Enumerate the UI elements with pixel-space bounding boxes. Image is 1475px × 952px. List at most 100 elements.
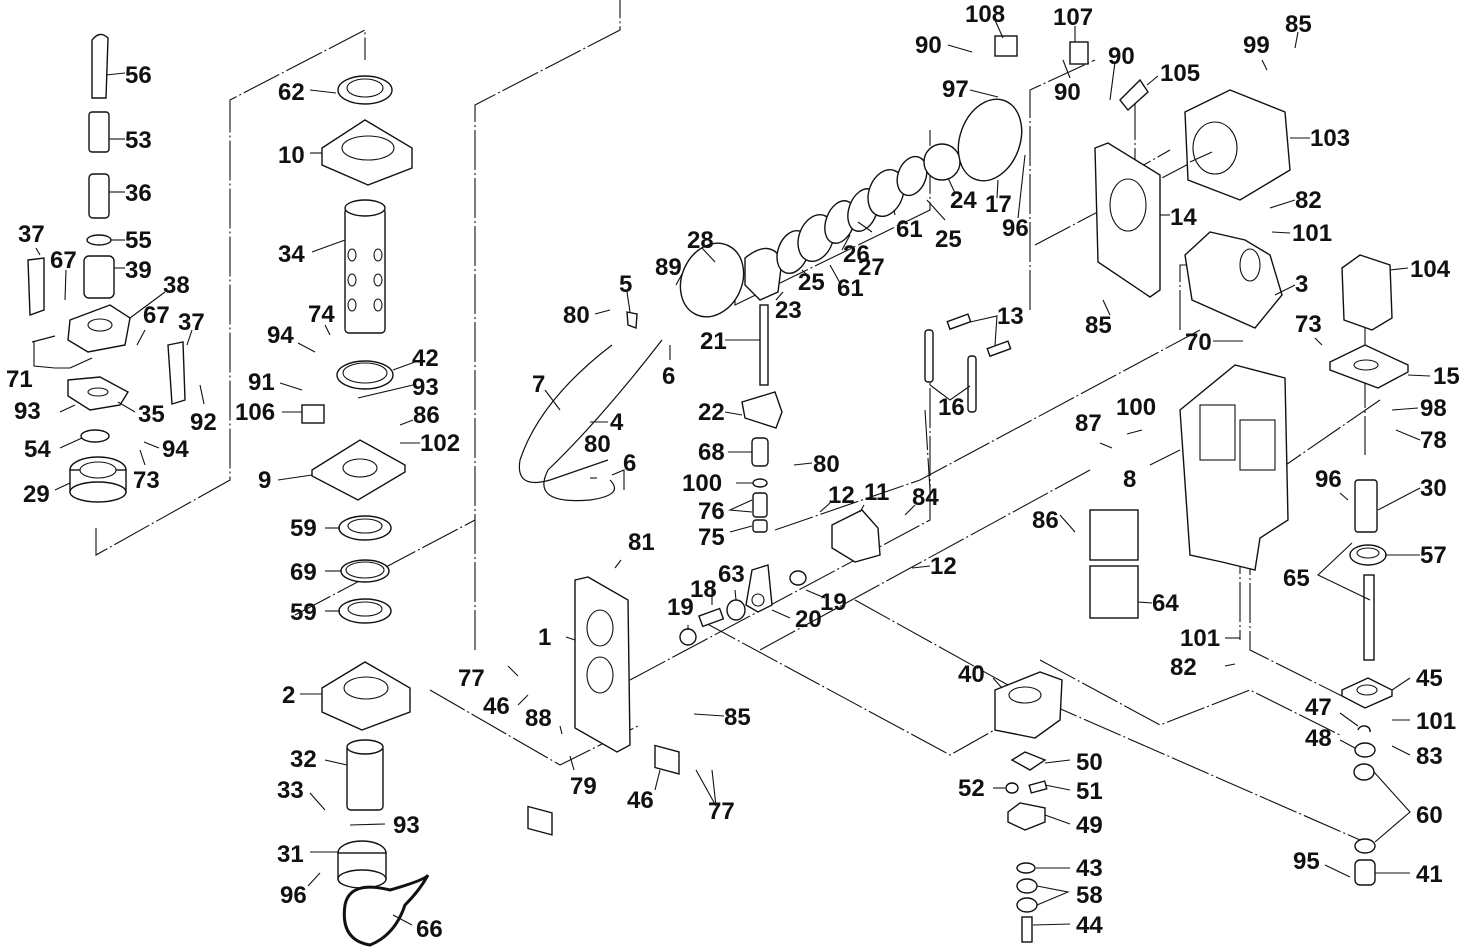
cam-holder-23 [744, 247, 783, 301]
tube-56 [91, 33, 109, 99]
callout-59: 59 [290, 515, 317, 542]
callout-36: 36 [125, 180, 152, 207]
pad-50 [1010, 751, 1047, 771]
callout-93: 93 [412, 374, 439, 401]
callout-101: 101 [1416, 708, 1456, 735]
callout-14: 14 [1170, 204, 1197, 231]
callout-87: 87 [1075, 410, 1102, 437]
housing-block-40 [994, 671, 1063, 739]
callout-9: 9 [258, 467, 271, 494]
plate-49 [1007, 802, 1046, 831]
callout-96: 96 [280, 882, 307, 909]
washer-43 [1016, 862, 1036, 874]
callout-100: 100 [1116, 394, 1156, 421]
callout-51: 51 [1076, 778, 1103, 805]
callout-101: 101 [1180, 625, 1220, 652]
callout-40: 40 [958, 661, 985, 688]
callout-82: 82 [1170, 654, 1197, 681]
callout-43: 43 [1076, 855, 1103, 882]
callout-12: 12 [930, 553, 957, 580]
block-22 [741, 391, 783, 429]
callout-102: 102 [420, 430, 460, 457]
callout-13: 13 [997, 303, 1024, 330]
bracket-11 [831, 509, 881, 563]
callout-90: 90 [915, 32, 942, 59]
bushing-60b [1354, 838, 1376, 854]
callout-86: 86 [1032, 507, 1059, 534]
callout-28: 28 [687, 227, 714, 254]
callout-26: 26 [843, 241, 870, 268]
callout-59: 59 [290, 599, 317, 626]
callout-16: 16 [938, 394, 965, 421]
nut-75 [752, 519, 768, 533]
perforated-sleeve-34 [344, 207, 386, 334]
callout-4: 4 [610, 409, 624, 436]
bolt-21 [759, 304, 769, 386]
latch-37a [27, 257, 45, 316]
callout-61: 61 [837, 275, 864, 302]
knurled-nut-39 [83, 255, 115, 299]
washer-19b [789, 570, 807, 586]
callout-29: 29 [23, 481, 50, 508]
callout-91: 91 [248, 369, 275, 396]
callout-73: 73 [1295, 311, 1322, 338]
cover-plate-46a [527, 805, 553, 836]
callout-11: 11 [864, 479, 889, 506]
callout-18: 18 [690, 576, 717, 603]
callout-60: 60 [1416, 802, 1443, 829]
shoulder-bolt-44 [1021, 916, 1033, 943]
callout-97: 97 [942, 76, 969, 103]
callout-69: 69 [290, 559, 317, 586]
pin-71a [31, 335, 56, 343]
link-51 [1028, 780, 1048, 794]
callout-25: 25 [798, 269, 825, 296]
callout-95: 95 [1293, 848, 1320, 875]
photo-sensor-108 [994, 35, 1018, 57]
callout-32: 32 [290, 746, 317, 773]
shaft [1363, 574, 1375, 661]
callout-3: 3 [1295, 271, 1308, 298]
timing-belt-66 [342, 873, 430, 947]
collar-48 [1354, 742, 1376, 758]
callout-15: 15 [1433, 363, 1460, 390]
cable-7 [518, 344, 613, 484]
callout-71: 71 [6, 366, 33, 393]
callout-8: 8 [1123, 466, 1136, 493]
callout-24: 24 [950, 187, 977, 214]
coupling-30 [1354, 479, 1378, 533]
callout-12: 12 [828, 482, 855, 509]
callout-79: 79 [570, 773, 597, 800]
nut-52 [1005, 782, 1019, 794]
callout-82: 82 [1295, 187, 1322, 214]
callout-labels: 56 53 36 55 39 37 67 38 67 37 71 93 35 9… [6, 1, 1460, 943]
washer-100b [752, 478, 768, 488]
callout-20: 20 [795, 606, 822, 633]
callout-42: 42 [412, 345, 439, 372]
callout-39: 39 [125, 257, 152, 284]
callout-101: 101 [1292, 220, 1332, 247]
callout-94: 94 [267, 322, 294, 349]
callout-6: 6 [662, 363, 675, 390]
callout-63: 63 [718, 561, 745, 588]
callout-85: 85 [1085, 312, 1112, 339]
encoder-disc-17 [957, 98, 1023, 182]
spring-16b [967, 355, 977, 413]
bushing-60a [1353, 763, 1375, 781]
callout-19: 19 [820, 589, 847, 616]
hollow-bolt-36 [88, 173, 110, 219]
callout-57: 57 [1420, 542, 1447, 569]
callout-99: 99 [1243, 32, 1270, 59]
callout-56: 56 [125, 62, 152, 89]
wire-4 [543, 339, 663, 502]
callout-67: 67 [143, 302, 170, 329]
stepper-motor-small-104 [1341, 254, 1393, 331]
callout-93: 93 [393, 812, 420, 839]
callout-23: 23 [775, 297, 802, 324]
o-ring-55 [86, 234, 112, 246]
callout-1: 1 [538, 624, 551, 651]
hub-24 [923, 143, 961, 181]
pin-18 [698, 607, 725, 628]
linear-guide-64 [1089, 509, 1139, 561]
parts [27, 33, 1409, 947]
callout-55: 55 [125, 227, 152, 254]
